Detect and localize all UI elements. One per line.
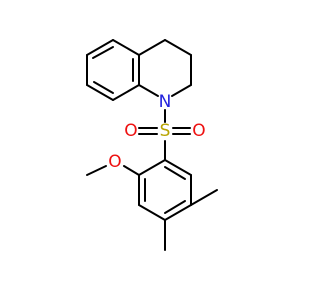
bond [171,84,192,97]
double-bond-inner [164,166,186,180]
sulfonyl-oxygen-right-label: O [192,121,205,141]
double-bond-inner [92,46,114,59]
bond [138,84,159,97]
bond [86,84,114,101]
double-bond-inner [93,81,114,94]
methyl-groups [164,189,218,251]
bond [164,204,192,221]
bond [112,84,140,101]
sulfur-atom-label: S [160,121,171,141]
molecule-structure: N S O O O [86,39,218,251]
bond [123,165,140,176]
bond [138,159,166,176]
dimethoxy-benzene-ring [138,159,192,221]
sulfonyl-oxygen-left-label: O [124,121,137,141]
bond [138,39,166,56]
double-bond-inner [164,200,186,214]
sulfonyl-group [138,109,191,161]
methoxy-group [86,165,140,176]
bond [86,39,114,56]
bond [164,159,192,176]
tetrahydroquinoline-benzene-ring [86,39,140,101]
bond [86,165,107,176]
methoxy-oxygen-label: O [108,152,121,172]
bond [190,189,218,206]
tetrahydroquinoline-saturated-ring [138,39,192,97]
bond [138,204,166,221]
bond [164,39,192,56]
nitrogen-atom-label: N [159,92,172,112]
bond [112,39,140,56]
